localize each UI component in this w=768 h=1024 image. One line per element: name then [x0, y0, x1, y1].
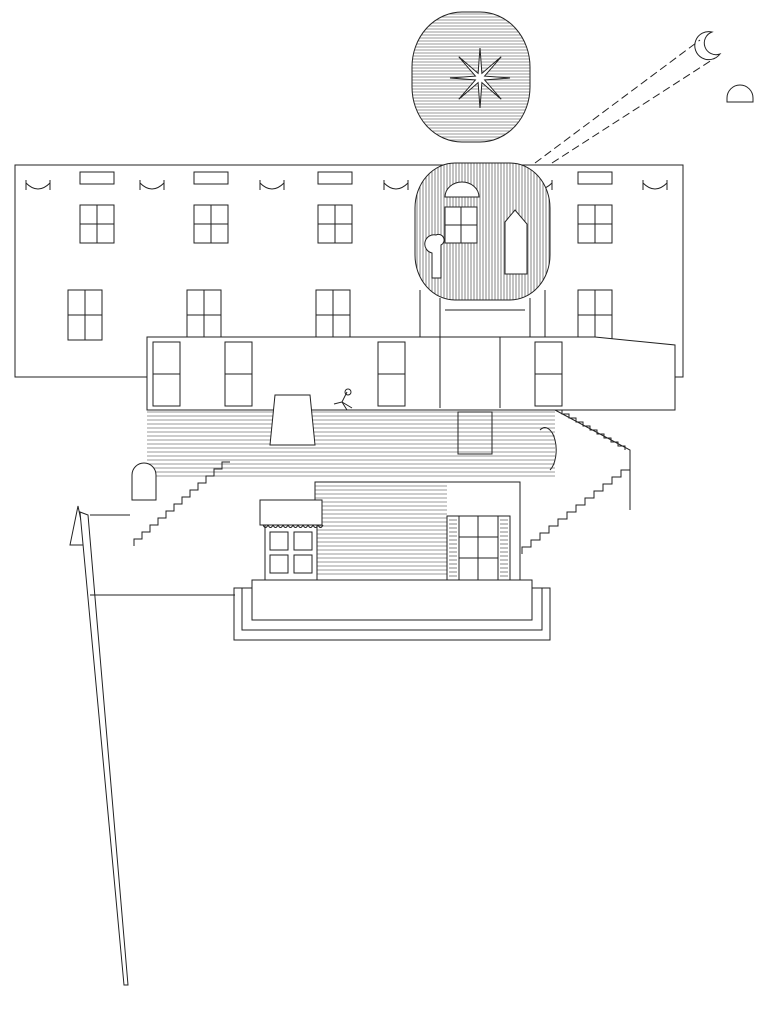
- swag-ornament: [25, 180, 51, 190]
- star-shape: [449, 47, 511, 109]
- cylindrical-room: [414, 162, 551, 338]
- window-mullion: [194, 205, 228, 243]
- door-panel: [269, 531, 289, 551]
- door-panel: [293, 531, 313, 551]
- staircase: [133, 461, 230, 546]
- shutter-window: [458, 516, 499, 580]
- moon-icon: [534, 31, 722, 164]
- swag-ornament: [139, 180, 165, 190]
- transom-window: [193, 171, 229, 185]
- window-mullion: [187, 290, 221, 340]
- swag-ornament: [383, 180, 409, 190]
- thin-pole: [69, 462, 235, 986]
- awning-scallop: [312, 524, 319, 528]
- awning-scallop: [317, 524, 324, 528]
- window-mullion: [68, 290, 102, 340]
- window-mullion: [80, 205, 114, 243]
- awning-scallop: [297, 524, 304, 528]
- swag-ornament: [642, 180, 668, 190]
- awning-scallop: [302, 524, 309, 528]
- transom-window: [317, 171, 353, 185]
- swag-ornament: [259, 180, 285, 190]
- door-panel: [293, 554, 313, 574]
- staircases: [133, 409, 631, 554]
- door-panel: [269, 554, 289, 574]
- window-mullion: [318, 205, 352, 243]
- dome-icon: [726, 84, 754, 103]
- awning-scallop: [262, 524, 269, 528]
- awning-scallop: [277, 524, 284, 528]
- sky-oval: [411, 11, 531, 143]
- stair-rail: [539, 409, 631, 510]
- transom-window: [577, 171, 613, 185]
- star-icon: [449, 47, 511, 109]
- awning-scallop: [287, 524, 294, 528]
- awning-scallop: [307, 524, 314, 528]
- window-mullion: [578, 205, 612, 243]
- awning-scallop: [267, 524, 274, 528]
- lower-block: [314, 481, 521, 581]
- awning-scallop: [272, 524, 279, 528]
- base-plinth: [233, 579, 551, 641]
- window-mullion: [316, 290, 350, 340]
- window-mullion: [578, 290, 612, 340]
- transom-window: [79, 171, 115, 185]
- awning-scallop: [292, 524, 299, 528]
- staircase: [521, 469, 630, 554]
- terrace: [146, 336, 676, 477]
- awning-scallop: [282, 524, 289, 528]
- small-house: [259, 499, 324, 581]
- building-facade: [14, 164, 684, 378]
